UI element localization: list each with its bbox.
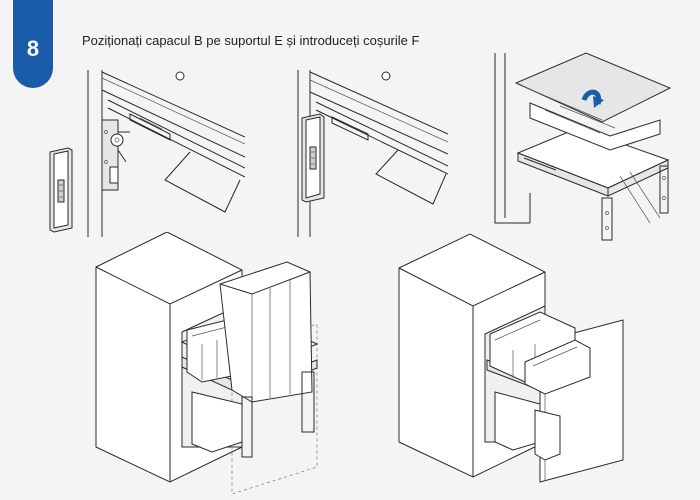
illustration-support-detail [49, 70, 245, 237]
illustration-completed-assembly [398, 233, 624, 483]
step-instruction: Poziționați capacul B pe suportul E și i… [82, 33, 420, 48]
illustration-baskets-inserting [95, 232, 319, 495]
step-number: 8 [26, 36, 40, 61]
illustration-lid-positioned [297, 70, 448, 237]
step-number-badge: 8 [13, 0, 53, 88]
illustration-cover-plate [494, 52, 672, 241]
